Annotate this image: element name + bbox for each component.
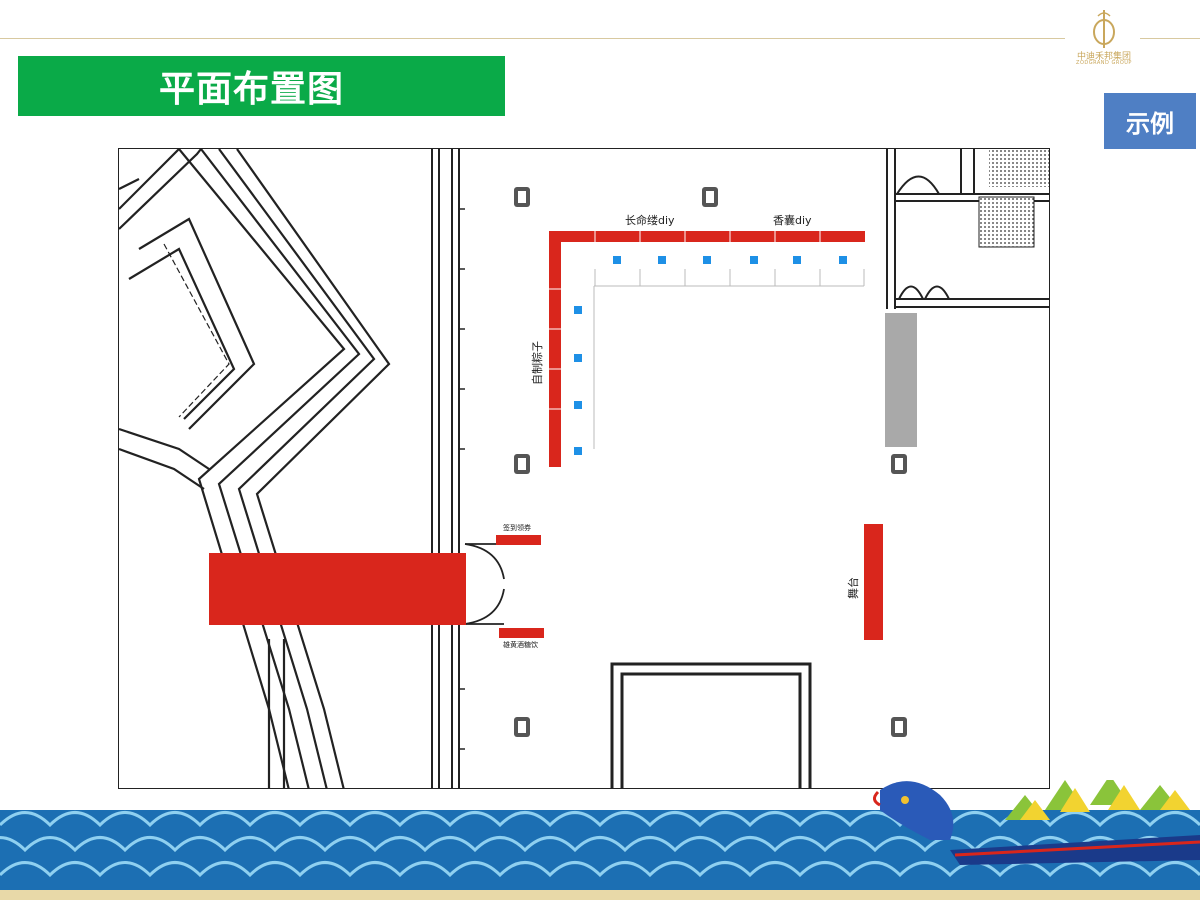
floor-plan-drawing (119, 149, 1049, 788)
header-rule (0, 38, 1065, 39)
label-signin: 签到领券 (503, 524, 531, 532)
label-stage: 舞台 (847, 577, 860, 599)
booth-row-left-dividers (549, 288, 561, 410)
page-title: 平面布置图 (158, 69, 344, 110)
label-sachet-diy: 香囊diy (773, 214, 812, 227)
gray-block (885, 313, 917, 447)
company-logo-icon (1093, 10, 1115, 48)
center-wall (431, 149, 460, 788)
stage-booth (864, 524, 883, 640)
left-building-dashes (163, 243, 230, 418)
example-badge: 示例 (1104, 93, 1196, 149)
logo-subtext: ZODGRAND GROUP (1076, 60, 1132, 66)
table-markers (574, 256, 847, 455)
header-rule-right (1140, 38, 1200, 39)
logo-text: 中迪禾邦集团 (1076, 52, 1131, 62)
label-zongzi: 自制粽子 (531, 341, 544, 385)
signin-booth (496, 535, 541, 545)
columns (514, 187, 907, 737)
label-longevity-diy: 长命缕diy (625, 214, 675, 227)
entrance-red-block (209, 553, 466, 625)
dragon-boat-icon (873, 780, 1200, 865)
booth-guides (593, 269, 865, 449)
left-building-outline (119, 149, 391, 788)
drinks-booth (499, 628, 544, 638)
column-cores (518, 191, 903, 733)
title-banner: 平面布置图 (18, 56, 505, 116)
hatched-room (978, 196, 1035, 248)
hatched-room-top (989, 149, 1049, 187)
entrance-doors (464, 543, 505, 625)
lower-room (610, 662, 812, 788)
booth-row-top-dividers (594, 231, 821, 242)
wall-ticks (459, 208, 465, 750)
booth-row-top (549, 231, 865, 242)
decorative-waves-icon (0, 780, 1200, 900)
label-drinks: 雄黄酒糖饮 (503, 641, 538, 649)
booth-row-left (549, 231, 561, 467)
floor-plan: 长命缕diy 香囊diy 自制粽子 签到领券 雄黄酒糖饮 舞台 (118, 148, 1050, 789)
